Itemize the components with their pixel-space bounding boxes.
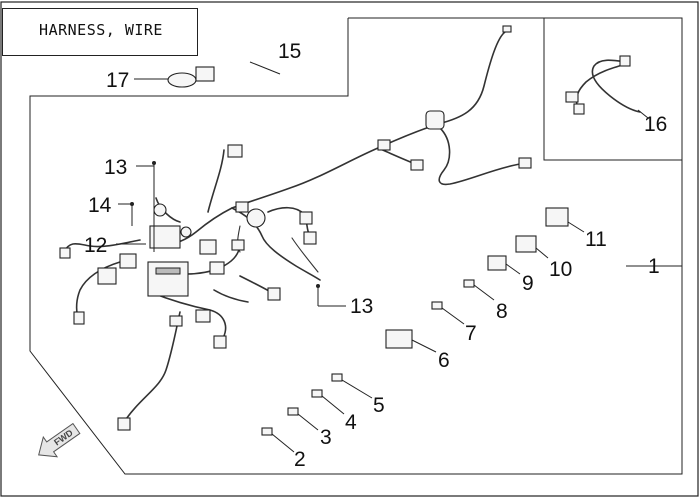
connector [303,231,317,245]
callout-7: 7 [465,322,477,345]
fuse-8 [463,279,475,288]
harness-components [59,25,532,431]
connector [410,159,424,171]
part-17-clamp [134,66,215,88]
callout-13a: 13 [104,156,127,179]
connector [377,139,391,151]
parts-2-11 [261,207,585,453]
callout-17: 17 [106,69,129,92]
connector [267,287,281,301]
callout-13b: 13 [350,295,373,318]
leader-6 [411,339,437,353]
connector [231,239,245,251]
sub-harness-16 [565,55,649,119]
connector [195,309,211,323]
leader-11 [567,221,585,233]
fuse-holder-6 [385,329,413,349]
callout-4: 4 [345,411,357,434]
connector [117,417,131,431]
fuse-7 [431,301,443,310]
bolt-13 [152,161,156,165]
fuse-3 [287,407,299,416]
callout-9: 9 [522,272,534,295]
fuse-2 [261,427,273,436]
leader-4 [321,395,345,415]
connector [502,25,512,33]
callout-2: 2 [294,448,306,471]
relay-10 [515,235,537,253]
connector [119,253,137,269]
callout-8: 8 [496,300,508,323]
connector [59,247,71,259]
relay-11 [545,207,569,227]
bolt-13b [316,284,320,288]
title-box: HARNESS, WIRE [2,8,198,56]
group-outline [29,17,683,475]
inset-outline [543,18,682,161]
callout-1: 1 [648,255,660,278]
relay-block [149,225,181,249]
leader-9 [505,263,521,275]
connector [299,211,313,225]
connector [518,157,532,169]
connector [169,315,183,327]
band-clamp [167,72,197,88]
connector [565,91,579,103]
clip [153,203,167,217]
relay-9 [487,255,507,271]
clamp-head [195,66,215,82]
leader-10 [535,247,549,259]
leader-2 [271,433,295,453]
fuse-4 [311,389,323,398]
callout-16: 16 [644,113,667,136]
connector [227,144,243,158]
wire-filter [425,110,445,130]
callout-11: 11 [585,228,607,251]
callout-15: 15 [278,40,301,63]
connector [199,239,217,255]
connector [209,261,225,275]
callout-5: 5 [373,394,385,417]
connector [213,335,227,349]
leader-8 [473,284,495,301]
connector [73,311,85,325]
leader-16 [637,109,649,119]
diagram-title: HARNESS, WIRE [39,21,163,39]
fuse-box-detail [155,267,181,275]
connector [97,267,117,285]
fuse-box [147,261,189,297]
forward-arrow-icon: FWD [38,422,81,458]
connector [573,103,585,115]
clip [180,226,192,238]
leader-5 [341,379,373,399]
connector [619,55,631,67]
fuse-5 [331,373,343,382]
leader-15 [249,61,281,75]
leader-3 [297,413,319,431]
connector [235,201,249,213]
callout-12: 12 [84,234,107,257]
bolt-14 [130,202,134,206]
leader-7 [441,307,465,325]
callout-3: 3 [320,426,332,449]
callout-6: 6 [438,349,450,372]
callout-14: 14 [88,194,112,217]
grommet [246,208,266,228]
callout-10: 10 [549,258,572,281]
main-harness [63,31,521,423]
